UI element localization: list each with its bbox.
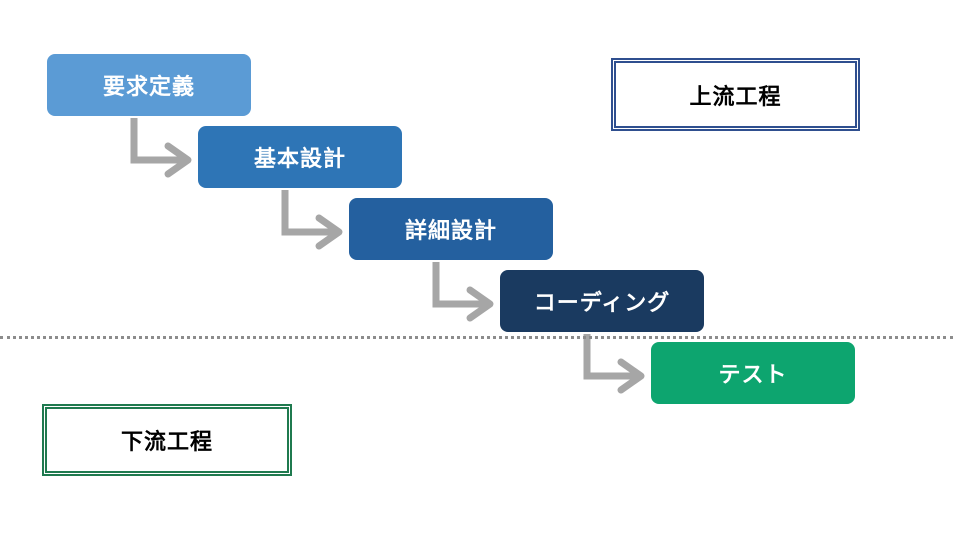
downstream-phase-label-box: 下流工程 <box>42 404 292 476</box>
step-label: 詳細設計 <box>404 219 497 244</box>
elbow-arrow-icon <box>281 190 343 250</box>
step-coding: コーディング <box>500 270 704 332</box>
elbow-arrow-icon <box>583 334 645 394</box>
step-detailed-design: 詳細設計 <box>349 198 553 260</box>
step-testing: テスト <box>651 342 855 404</box>
step-label: 要求定義 <box>102 75 195 100</box>
step-label: テスト <box>718 363 788 388</box>
upstream-phase-label: 上流工程 <box>689 84 782 110</box>
downstream-phase-label: 下流工程 <box>120 430 213 455</box>
phase-divider <box>0 336 953 339</box>
elbow-arrow-icon <box>130 118 192 178</box>
step-label: 基本設計 <box>253 147 346 172</box>
step-label: コーディング <box>533 291 671 316</box>
elbow-arrow-icon <box>432 262 494 322</box>
step-basic-design: 基本設計 <box>198 126 402 188</box>
upstream-phase-label-box: 上流工程 <box>611 58 860 131</box>
step-requirements-definition: 要求定義 <box>47 54 251 116</box>
